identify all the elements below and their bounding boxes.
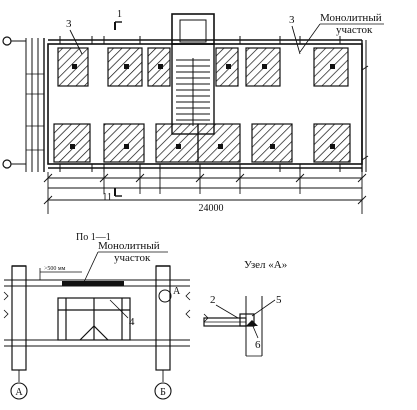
wall-left-section <box>11 265 27 371</box>
window-ticks <box>59 36 341 172</box>
wall-right-section <box>155 265 171 371</box>
dimension-bay: 11 <box>102 192 112 203</box>
axis-label-a: А <box>15 387 23 398</box>
label-monolithic-plan: Монолитный <box>320 12 382 24</box>
panels-top-row <box>57 47 349 87</box>
callout-5: 5 <box>276 294 282 306</box>
node-title: Узел «А» <box>244 259 287 271</box>
dimension-overall: 24000 <box>199 203 224 214</box>
left-wall <box>25 38 45 172</box>
axis-bubble-top <box>2 36 12 46</box>
node-mark-label: А <box>173 286 181 297</box>
panels-bottom-row <box>53 123 351 163</box>
dim-note-500: >500 мм <box>44 266 66 272</box>
node-detail: 2 5 6 <box>203 294 282 357</box>
section-cut-mark <box>114 21 122 197</box>
axis-bubble-b <box>154 382 172 400</box>
axis-label-b: Б <box>160 387 166 398</box>
callout-3-right: 3 <box>289 14 295 26</box>
callout-4: 4 <box>129 316 135 328</box>
section-mark-top: 1 <box>117 9 122 20</box>
section-title: По 1—1 <box>76 232 111 243</box>
central-frame <box>57 297 131 341</box>
columns <box>70 64 335 149</box>
callout-6: 6 <box>255 339 261 351</box>
stair-core <box>171 13 215 135</box>
dimension-lines <box>43 172 367 214</box>
section-1-1: >500 мм Монолитный участок 4 А А Б <box>3 240 191 400</box>
label-section-section: участок <box>114 252 151 264</box>
callout-3-left: 3 <box>66 18 72 30</box>
axis-bubble-a <box>10 382 28 400</box>
node-mark-circle <box>158 289 172 303</box>
monolithic-slab <box>62 281 124 286</box>
callout-2: 2 <box>210 294 216 306</box>
floor-plan: 24000 1 11 3 3 Монолитный участок <box>2 9 384 214</box>
axis-bubble-bottom <box>2 159 12 169</box>
label-section-plan: участок <box>336 24 373 36</box>
label-monolithic-section: Монолитный <box>98 240 160 252</box>
